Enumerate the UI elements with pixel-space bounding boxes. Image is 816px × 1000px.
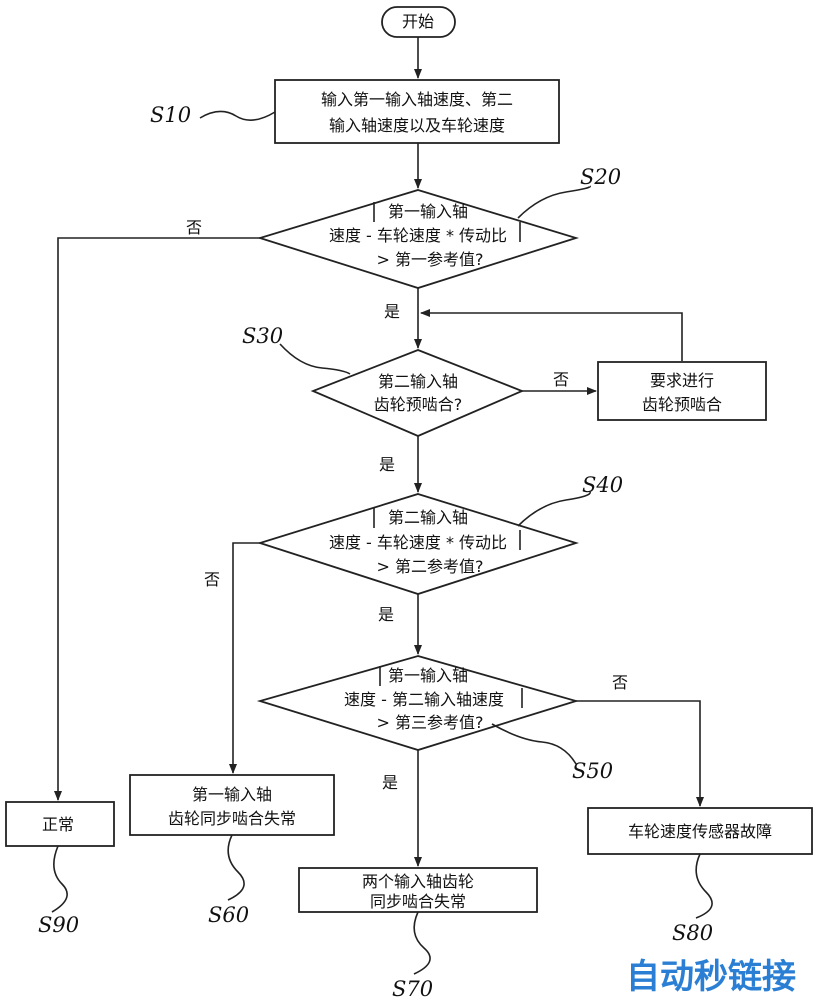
s40-line-3: > 第二参考值?: [377, 557, 484, 576]
s50-leader: [491, 723, 577, 765]
s50-no-label: 否: [612, 673, 628, 692]
s10-leader: [199, 110, 276, 121]
s30-line-1: 第二输入轴: [378, 372, 458, 391]
s60-box: [129, 774, 335, 836]
s90-text: 正常: [42, 815, 74, 834]
s70-box: [298, 867, 538, 913]
s80-leader: [695, 853, 713, 919]
s30-label: S30: [242, 324, 283, 348]
s10-line-2: 输入轴速度以及车轮速度: [329, 116, 505, 135]
s40-yes-label: 是: [378, 605, 394, 624]
s10-box: [274, 79, 560, 144]
s60-line-1: 第一输入轴: [192, 785, 272, 804]
s60-label: S60: [208, 903, 249, 927]
s50-label: S50: [572, 759, 613, 783]
start-terminal: [381, 6, 456, 38]
s50-line-2: 速度 - 第二输入轴速度: [344, 690, 504, 709]
edge-s20-s90-no: [54, 237, 260, 801]
s10-label: S10: [150, 103, 191, 127]
s40-decision: [257, 493, 579, 595]
s30-decision: [310, 349, 525, 437]
s50-decision: [256, 655, 580, 751]
s90-label: S90: [38, 913, 79, 937]
s70-line-2: 同步啮合失常: [370, 892, 466, 911]
request-preengage-box: [597, 361, 767, 421]
s30-yes-label: 是: [379, 455, 395, 474]
s40-line-1: 第二输入轴: [388, 508, 468, 527]
connectors: [54, 36, 704, 867]
request-line-2: 齿轮预啮合: [642, 395, 722, 414]
edge-s50-s80-no: [576, 700, 704, 807]
s70-label: S70: [392, 977, 433, 1000]
s60-line-2: 齿轮同步啮合失常: [168, 809, 296, 828]
s20-yes-label: 是: [384, 302, 400, 321]
s70-leader: [413, 911, 431, 975]
s50-line-3: > 第三参考值?: [377, 713, 484, 732]
s50-line-1: 第一输入轴: [388, 666, 468, 685]
s30-leader: [279, 343, 351, 375]
s60-leader: [227, 834, 245, 901]
request-line-1: 要求进行: [650, 371, 714, 390]
s10-line-1: 输入第一输入轴速度、第二: [321, 90, 513, 109]
s20-line-3: > 第一参考值?: [377, 250, 484, 269]
s20-line-1: 第一输入轴: [388, 202, 468, 221]
s20-leader: [517, 185, 591, 219]
edge-s40-s60-no: [229, 542, 260, 774]
watermark-logo: 自动秒链接: [626, 957, 796, 997]
s30-line-2: 齿轮预啮合?: [374, 395, 463, 414]
s50-yes-label: 是: [382, 773, 398, 792]
edge-request-loop: [420, 309, 683, 361]
s20-line-2: 速度 - 车轮速度 * 传动比: [329, 226, 507, 245]
s20-decision: [256, 189, 580, 289]
s80-label: S80: [672, 921, 713, 945]
s20-no-label: 否: [186, 218, 202, 237]
s40-no-label: 否: [204, 570, 220, 589]
s40-line-2: 速度 - 车轮速度 * 传动比: [329, 533, 507, 552]
start-text: 开始: [402, 12, 434, 31]
s80-box: [587, 807, 813, 855]
s40-label: S40: [582, 473, 623, 497]
s90-box: [5, 801, 115, 847]
s80-text: 车轮速度传感器故障: [628, 822, 772, 841]
s20-label: S20: [580, 165, 621, 189]
s40-leader: [517, 491, 591, 527]
s30-no-label: 否: [553, 370, 569, 389]
s70-line-1: 两个输入轴齿轮: [362, 872, 474, 891]
s90-leader: [51, 845, 68, 913]
